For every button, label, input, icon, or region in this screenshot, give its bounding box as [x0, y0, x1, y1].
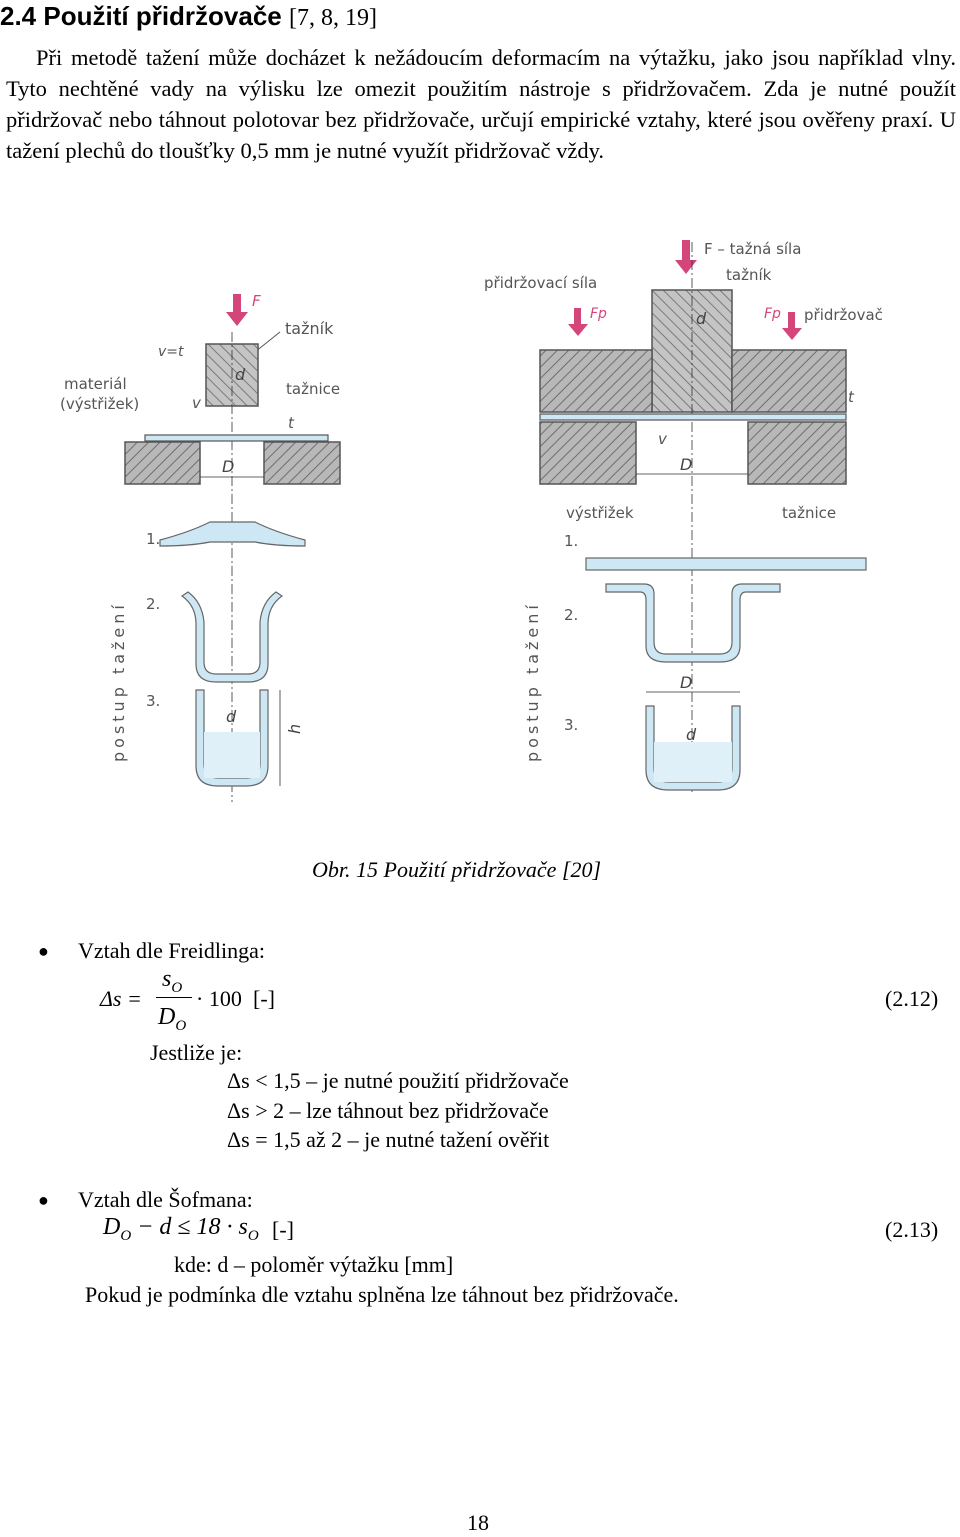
formula-unit: [-]	[253, 986, 275, 1011]
left-step1-part	[159, 521, 306, 547]
left-blank-label: (výstřižek)	[60, 395, 139, 413]
condition-2: Δs > 2 – lze táhnout bez přidržovače	[227, 1098, 549, 1123]
left-D-label: D	[222, 457, 234, 476]
sofman-conclusion: Pokud je podmínka dle vztahu splněna lze…	[85, 1282, 679, 1307]
formula-factor: · 100	[196, 986, 242, 1011]
right-force-arrow	[675, 240, 697, 274]
deep-drawing-diagram: F tažník d v=t v materiál (výstřižek) ta…	[60, 240, 883, 802]
caption-label: Obr. 15	[312, 857, 379, 882]
right-holder-force-label: přidržovací síla	[484, 274, 597, 292]
paragraph-text: Při metodě tažení může docházet k nežádo…	[6, 45, 956, 163]
right-t-label: t	[848, 388, 855, 406]
right-process-label: postup tažení	[523, 601, 542, 762]
sofman-rhs-sub: O	[247, 1227, 259, 1244]
left-step2-part	[180, 591, 284, 683]
right-step3: 3.	[564, 716, 578, 734]
section-title: Použití přidržovače	[43, 1, 282, 31]
figure-drawing: F tažník d v=t v materiál (výstřižek) ta…	[40, 222, 920, 812]
right-holder-arrow-right	[782, 312, 802, 340]
intro-paragraph: Při metodě tažení může docházet k nežádo…	[6, 42, 956, 166]
section-references: [7, 8, 19]	[289, 5, 377, 31]
right-holder-label: přidržovač	[804, 306, 883, 324]
right-blank-label: výstřižek	[566, 504, 634, 522]
caption-text: Použití přidržovače [20]	[383, 857, 602, 882]
left-process-label: postup tažení	[109, 601, 128, 762]
left-material-label: materiál	[64, 375, 127, 393]
bullet-icon: ●	[38, 1190, 49, 1210]
right-Fp-left: Fp	[590, 306, 607, 322]
right-die-left	[539, 421, 637, 485]
condition-3: Δs = 1,5 až 2 – je nutné tažení ověřit	[227, 1127, 550, 1152]
left-step3: 3.	[146, 692, 160, 710]
figure-caption: Obr. 15 Použití přidržovače [20]	[312, 857, 601, 883]
fraction-bar	[156, 997, 192, 998]
left-diagram: F tažník d v=t v materiál (výstřižek) ta…	[60, 292, 341, 802]
left-step2: 2.	[146, 595, 160, 613]
formula-2-12: Δs =	[100, 986, 142, 1012]
section-heading: 2.4 Použití přidržovače [7, 8, 19]	[0, 1, 377, 32]
right-diagram: F – tažná síla tažník přidržovací síla F…	[484, 240, 883, 792]
left-d-label: d	[235, 365, 246, 384]
numerator-sub: O	[171, 979, 183, 996]
right-force-label: F – tažná síla	[704, 240, 801, 258]
right-punch-label: tažník	[726, 266, 772, 284]
left-step1: 1.	[146, 530, 160, 548]
right-die-right	[747, 421, 847, 485]
formula-lhs: Δs =	[100, 986, 142, 1011]
denominator-d: D	[158, 1004, 176, 1030]
left-v-label: v	[192, 394, 202, 412]
formula-denominator: DO	[158, 1004, 186, 1035]
sofman-lhs: D	[103, 1214, 121, 1240]
right-step1: 1.	[564, 532, 578, 550]
condition-intro: Jestliže je:	[150, 1040, 243, 1065]
right-step2-part	[605, 583, 781, 663]
condition-1: Δs < 1,5 – je nutné použití přidržovače	[227, 1068, 569, 1093]
right-holder-left	[539, 349, 653, 413]
sofman-lhs-sub: O	[120, 1227, 132, 1244]
right-d-label: d	[696, 309, 707, 328]
right-v-label: v	[658, 430, 668, 448]
sofman-unit: [-]	[272, 1217, 294, 1242]
right-D-label: D	[680, 455, 692, 474]
right-step1-part	[585, 557, 867, 571]
left-blank	[144, 434, 329, 442]
right-step2-D-label: D	[680, 673, 692, 692]
left-force-arrow	[226, 294, 248, 326]
numerator-s: s	[162, 966, 172, 992]
right-blank	[539, 413, 847, 421]
equation-number-2-13: (2.13)	[885, 1217, 939, 1242]
left-force-label: F	[252, 292, 261, 310]
left-h-label: h	[285, 724, 304, 734]
left-step3-d-label: d	[226, 707, 237, 726]
equation-number-2-12: (2.12)	[885, 986, 939, 1011]
sofman-where: kde: d – poloměr výtažku [mm]	[174, 1252, 454, 1277]
left-die-label: tažnice	[286, 380, 340, 398]
right-Fp-right: Fp	[764, 306, 781, 322]
freidling-heading: Vztah dle Freidlinga:	[78, 938, 265, 963]
right-step3-d-label: d	[686, 725, 697, 744]
section-number: 2.4	[0, 1, 37, 31]
formula-numerator: sO	[162, 966, 182, 997]
sofman-heading: Vztah dle Šofmana:	[78, 1187, 253, 1212]
formula-2-13: DO − d ≤ 18 · sO	[103, 1214, 259, 1245]
left-punch-label: tažník	[285, 319, 334, 338]
left-t-label: t	[288, 414, 295, 432]
page-number: 18	[467, 1510, 489, 1535]
left-die-left	[124, 441, 201, 485]
left-gap-label: v=t	[158, 344, 184, 360]
right-holder-right	[731, 349, 847, 413]
right-step2: 2.	[564, 606, 578, 624]
sofman-rhs: − d ≤ 18 · s	[137, 1214, 248, 1240]
bullet-icon: ●	[38, 941, 49, 961]
right-holder-arrow-left	[568, 308, 588, 336]
left-die-right	[263, 441, 341, 485]
right-die-label: tažnice	[782, 504, 836, 522]
denominator-sub: O	[175, 1017, 187, 1034]
